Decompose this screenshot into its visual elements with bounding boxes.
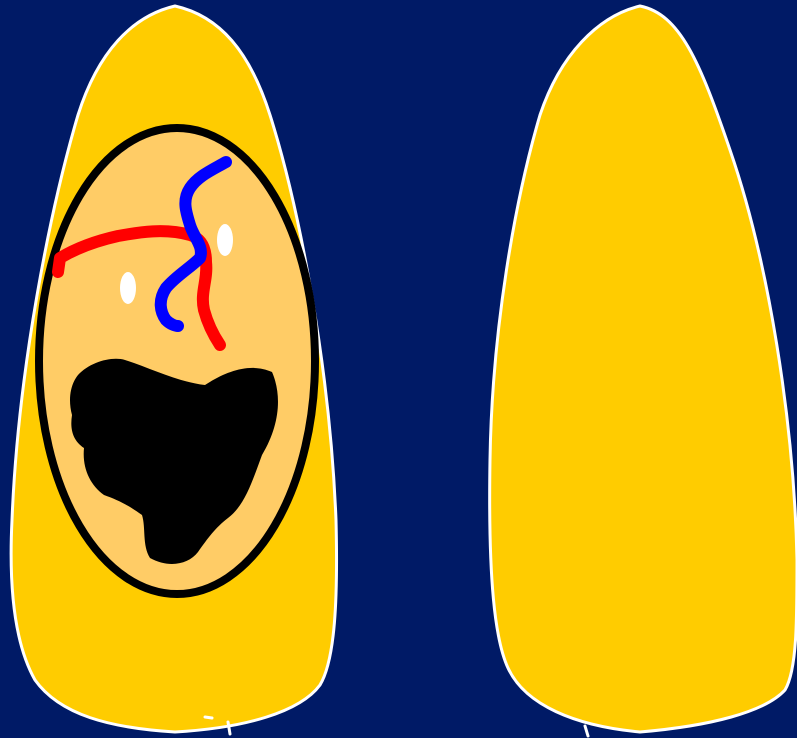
white-spot-right (217, 224, 233, 256)
right-seed-shape (490, 6, 797, 732)
white-spot-left (120, 272, 136, 304)
right-tip-mark (585, 726, 588, 736)
